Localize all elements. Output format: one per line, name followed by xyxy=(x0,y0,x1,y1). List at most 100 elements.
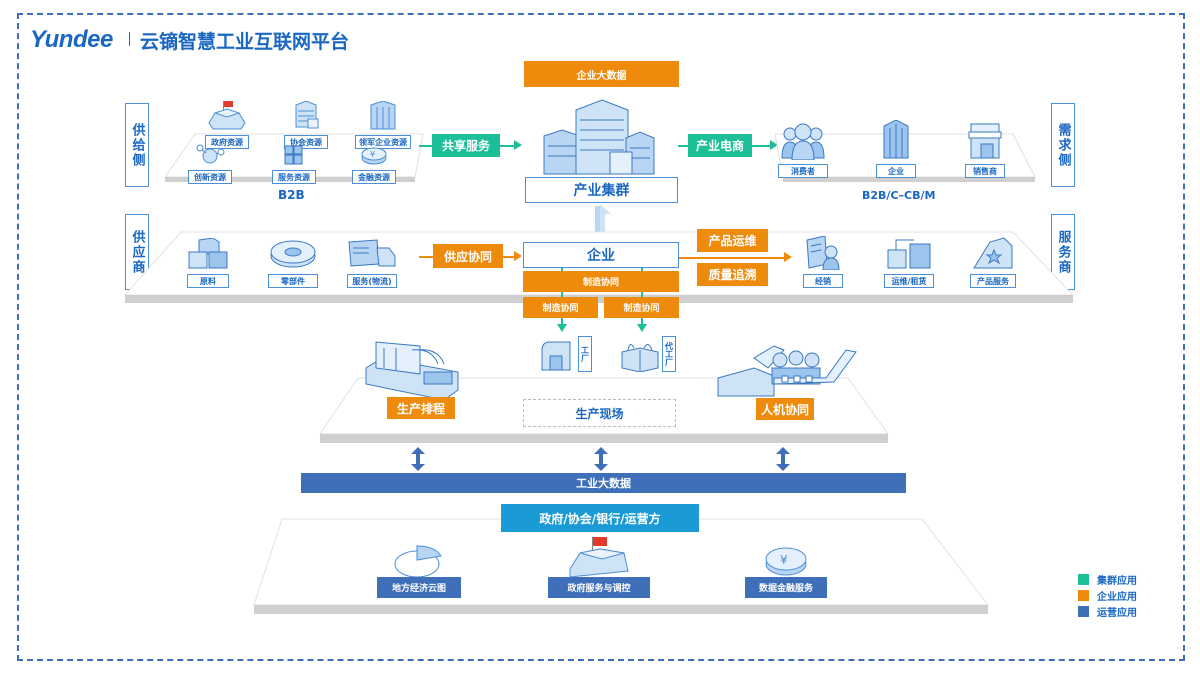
supply-side-tag: 供给侧 xyxy=(125,103,149,187)
shared-service-label: 共享服务 xyxy=(432,134,500,157)
dashed-frame xyxy=(17,13,1185,661)
government-resource-item[interactable]: 政府资源 xyxy=(205,101,249,149)
manufacturing-collab-right: 制造协同 xyxy=(604,297,679,318)
arrow-right-icon xyxy=(770,140,778,150)
arrow-right-icon xyxy=(514,140,522,150)
svg-text:¥: ¥ xyxy=(370,150,375,159)
yuan-coin-icon: ¥ xyxy=(765,547,807,576)
legend-label: 运营应用 xyxy=(1097,607,1137,619)
resource-label: 服务资源 xyxy=(272,170,316,184)
logistics-truck-icon xyxy=(348,239,396,267)
maintenance-lease-icon xyxy=(887,239,931,269)
legend: 集群应用 企业应用 运营应用 xyxy=(1078,571,1137,619)
raw-material-boxes-icon xyxy=(188,237,228,269)
government-service-item[interactable]: 政府服务与调控 xyxy=(548,535,650,600)
svg-text:¥: ¥ xyxy=(780,553,788,567)
production-scheduling-label: 生产排程 xyxy=(387,397,455,419)
manufacturing-collab-left: 制造协同 xyxy=(523,297,598,318)
product-service-item[interactable]: 产品服务 xyxy=(970,236,1016,288)
demand-side-caption: B2B/C–CB/M xyxy=(862,189,936,202)
industrial-big-data-bar: 工业大数据 xyxy=(301,473,906,493)
logo: Yundee xyxy=(30,26,113,53)
service-resource-item[interactable]: 服务资源 xyxy=(272,144,316,184)
stakeholders-box: 政府/协会/银行/运营方 xyxy=(501,504,699,532)
enterprise-box: 企业 xyxy=(523,242,679,268)
association-building-icon xyxy=(295,100,319,129)
association-resource-item[interactable]: 协会资源 xyxy=(284,100,328,149)
resource-label: 金融资源 xyxy=(352,170,396,184)
seller-item[interactable]: 销售商 xyxy=(965,122,1005,178)
legend-item-enterprise: 企业应用 xyxy=(1078,587,1137,603)
supply-side-caption: B2B xyxy=(278,188,305,202)
resource-label: 创新资源 xyxy=(188,170,232,184)
enterprise-demand-item[interactable]: 企业 xyxy=(876,119,916,178)
service-blocks-icon xyxy=(284,145,303,165)
innovation-molecule-icon xyxy=(196,144,225,164)
maintenance-lease-item[interactable]: 运维/租赁 xyxy=(884,236,934,288)
consumers-icon xyxy=(781,123,825,161)
factory-icon xyxy=(541,341,571,371)
consumer-item[interactable]: 消费者 xyxy=(778,122,828,178)
page-title: 云镝智慧工业互联网平台 xyxy=(140,31,350,53)
industry-cluster-box: 产业集群 xyxy=(525,177,678,203)
finance-coin-icon: ¥ xyxy=(361,147,387,165)
resource-label: 政府资源 xyxy=(205,135,249,149)
manufacturing-collab-bar: 制造协同 xyxy=(523,271,679,292)
logistics-service-item[interactable]: 服务(物流) xyxy=(347,238,397,288)
distributor-icon xyxy=(806,235,840,271)
bottom-item-label: 政府服务与调控 xyxy=(548,577,650,598)
service-provider-tag: 服务商 xyxy=(1051,214,1075,290)
human-machine-line-icon xyxy=(717,345,857,397)
service-label: 运维/租赁 xyxy=(884,274,934,288)
innovation-resource-item[interactable]: 创新资源 xyxy=(188,144,232,184)
arrow-right-icon xyxy=(514,251,522,261)
legend-swatch xyxy=(1078,573,1089,585)
arrow-right-icon xyxy=(784,252,792,262)
finance-resource-item[interactable]: ¥ 金融资源 xyxy=(352,144,396,184)
bottom-item-label: 地方经济云图 xyxy=(377,577,461,598)
arrow-down-icon xyxy=(557,324,567,332)
distribution-item[interactable]: 经销 xyxy=(803,235,843,288)
industry-ecommerce-label: 产业电商 xyxy=(688,134,752,157)
supplier-label: 零部件 xyxy=(268,274,318,288)
demand-label: 消费者 xyxy=(778,164,828,178)
service-line xyxy=(679,257,785,259)
enterprise-tower-icon xyxy=(883,119,909,159)
demand-side-tag: 需求侧 xyxy=(1051,103,1075,187)
product-service-icon xyxy=(973,237,1013,269)
data-finance-service-item[interactable]: ¥ 数据金融服务 xyxy=(745,540,827,600)
store-icon xyxy=(968,123,1002,159)
legend-label: 企业应用 xyxy=(1097,591,1137,603)
supplier-label: 原料 xyxy=(187,274,229,288)
legend-item-cluster: 集群应用 xyxy=(1078,571,1137,587)
product-ops-label: 产品运维 xyxy=(697,229,768,252)
supply-collab-label: 供应协同 xyxy=(433,244,503,268)
government-flag-building-icon xyxy=(569,537,629,578)
pie-chart-icon xyxy=(394,545,442,578)
human-machine-collab-label: 人机协同 xyxy=(756,398,814,420)
service-label: 产品服务 xyxy=(970,274,1016,288)
connector-line xyxy=(561,268,563,324)
updown-arrow-icon xyxy=(411,447,425,471)
gear-parts-icon xyxy=(270,240,316,268)
factory-tag: 工厂 xyxy=(578,336,592,372)
industry-cluster-buildings-icon xyxy=(543,99,655,175)
connector-line xyxy=(641,268,643,324)
oem-factory-icon xyxy=(621,344,659,372)
logo-divider xyxy=(129,32,130,46)
legend-swatch xyxy=(1078,605,1089,617)
demand-label: 企业 xyxy=(876,164,916,178)
demand-label: 销售商 xyxy=(965,164,1005,178)
government-building-icon xyxy=(208,101,246,130)
quality-trace-label: 质量追溯 xyxy=(697,263,768,286)
local-economy-cloud-map-item[interactable]: 地方经济云图 xyxy=(377,540,461,600)
parts-item[interactable]: 零部件 xyxy=(268,238,318,288)
leading-enterprise-resource-item[interactable]: 领军企业资源 xyxy=(355,100,411,149)
updown-arrow-icon xyxy=(594,447,608,471)
legend-label: 集群应用 xyxy=(1097,575,1137,587)
bottom-item-label: 数据金融服务 xyxy=(745,577,827,598)
production-site-box: 生产现场 xyxy=(523,399,676,427)
raw-material-item[interactable]: 原料 xyxy=(187,237,229,288)
enterprise-big-data-bar: 企业大数据 xyxy=(524,61,679,87)
leading-enterprise-icon xyxy=(370,100,396,130)
